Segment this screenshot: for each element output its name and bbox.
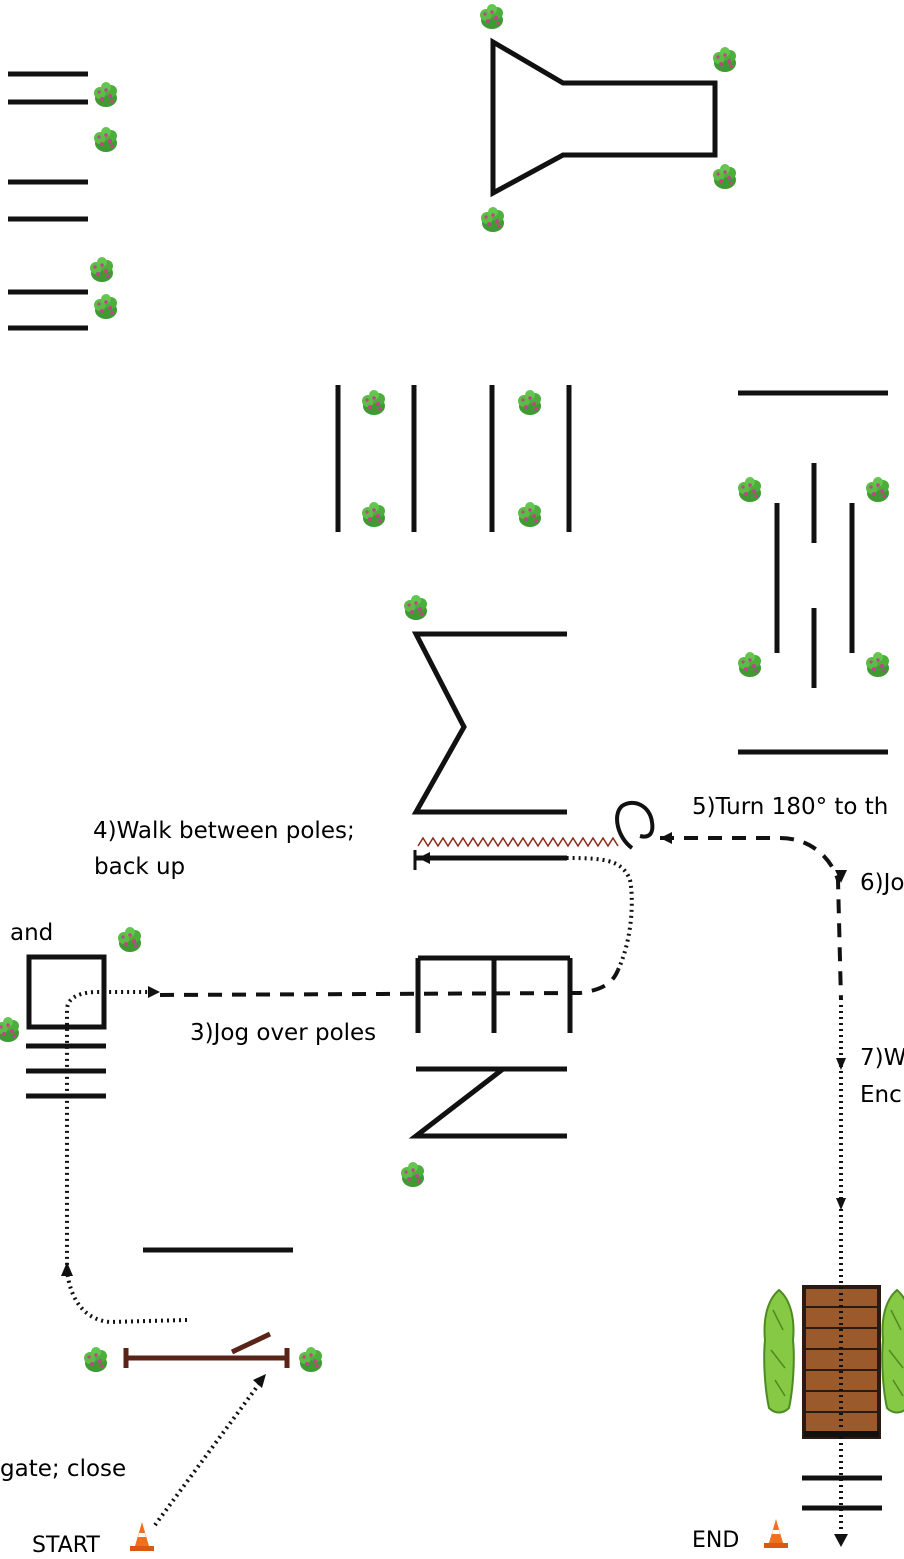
shrub-icon (118, 927, 141, 952)
shrub-icon (713, 164, 736, 189)
step3-label: 3)Jog over poles (190, 1020, 376, 1046)
route-to-back-through (425, 856, 634, 971)
route-jog-right (660, 836, 843, 1001)
shrub-icon (362, 390, 385, 415)
shrub-icon (481, 207, 504, 232)
step4-label-line1: 4)Walk between poles; (93, 818, 355, 844)
shrub-icon (738, 477, 761, 502)
start-label: START (32, 1533, 100, 1558)
shrub-icon (518, 390, 541, 415)
step4-label-line2: back up (94, 854, 185, 880)
step7-label-line1: 7)W (860, 1045, 904, 1071)
hedge-icon (881, 1289, 904, 1414)
shrub-icon (94, 294, 117, 319)
shrub-icon (90, 257, 113, 282)
shrub-icon (713, 47, 736, 72)
end-poles (802, 1475, 882, 1511)
shrub-icon (866, 477, 889, 502)
shrub-icon (480, 4, 503, 29)
shrub-icon (362, 502, 385, 527)
traffic-cone-icon (130, 1522, 154, 1551)
shrub-icon (866, 652, 889, 677)
shrub-icon (299, 1347, 322, 1372)
end-label: END (692, 1528, 739, 1553)
step5-label: 5)Turn 180° to th (692, 794, 888, 820)
shrub-icon (518, 502, 541, 527)
route-gate-to-box (65, 990, 188, 1325)
shrub-icon (0, 1017, 19, 1042)
step6-label: 6)Jo (860, 870, 904, 896)
route-jog-over-poles (159, 969, 620, 997)
sigma-back-through (411, 631, 567, 815)
step1-label: gate; close (0, 1456, 126, 1482)
serpentine-box (738, 390, 888, 755)
jog-over-poles (415, 955, 573, 1033)
shrub-icon (94, 82, 117, 107)
gate (123, 1331, 290, 1368)
z-obstacle (408, 1066, 567, 1139)
shrub-icon (94, 127, 117, 152)
step2-label: and (10, 920, 53, 946)
traffic-cone-icon (764, 1519, 788, 1548)
shrub-icon (738, 652, 761, 677)
hedge-icon (763, 1289, 795, 1414)
shrub-icon (401, 1162, 424, 1187)
shrub-icon (84, 1347, 107, 1372)
vertical-pole-lanes (335, 385, 572, 532)
shrub-icon (404, 595, 427, 620)
step7-label-line2: Enc (860, 1082, 902, 1108)
route-turn-180 (615, 800, 655, 850)
top-left-poles (8, 71, 88, 331)
route-start-to-gate (153, 1378, 264, 1527)
backup-zigzag (417, 836, 619, 848)
keyhole-obstacle (490, 37, 718, 198)
